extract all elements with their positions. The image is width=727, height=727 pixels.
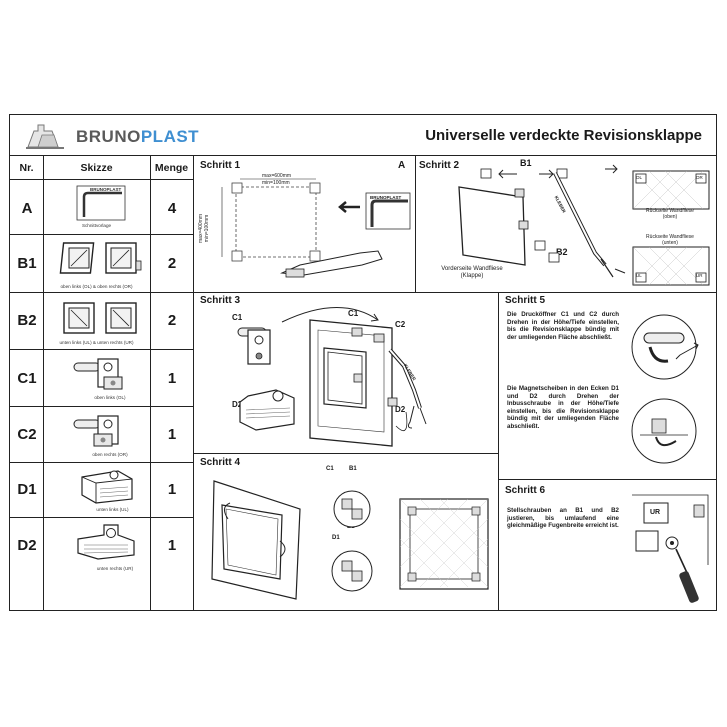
- step4-label-d1: D1: [332, 535, 340, 541]
- brand-wordmark: BRUNOPLAST: [76, 127, 199, 147]
- row-id-b1: B1: [17, 255, 37, 272]
- row-id-a: A: [21, 200, 33, 217]
- step6-text: Stellschrauben an B1 und B2 justieren, b…: [507, 507, 619, 530]
- caption-c2: oben rechts (OR): [92, 452, 128, 457]
- row-id-c1: C1: [17, 370, 37, 387]
- step1-template-logo: BRUNOPLAST: [370, 195, 402, 200]
- row-id-c2: C2: [17, 426, 37, 443]
- step3-illustration: [237, 307, 427, 447]
- step2-ur-tag: UR: [696, 273, 703, 278]
- divider: [10, 462, 193, 463]
- row-id-d1: D1: [17, 481, 37, 498]
- brand-part1: BRUNO: [76, 127, 141, 146]
- step5-text-1: Die Drucköffner C1 und C2 durch Drehen i…: [507, 311, 619, 341]
- step2-or-tag: OR: [696, 175, 703, 180]
- divider: [498, 292, 499, 611]
- caption-b1: oben links (OL) & oben rechts (OR): [60, 284, 133, 289]
- qty-b1: 2: [167, 255, 177, 272]
- qty-c2: 1: [167, 426, 177, 443]
- step1-corner-label: A: [398, 160, 406, 171]
- step1-dim-width-min: min=100mm: [262, 180, 290, 186]
- step2-ol-tag: OL: [636, 175, 643, 180]
- col-header-nr: Nr.: [19, 162, 34, 174]
- divider: [10, 349, 193, 350]
- divider: [498, 479, 716, 480]
- step2-front-label: Vorderseite Wandfliese (Klappe): [441, 266, 503, 279]
- brand-part2: PLAST: [140, 127, 200, 146]
- step2-illustration: [458, 164, 710, 286]
- step3-label-c1-panel: C1: [348, 309, 359, 318]
- divider: [193, 155, 194, 611]
- caption-b2: unten links (UL) & unten rechts (UR): [59, 340, 134, 345]
- step1-dim-width-max: max=600mm: [262, 173, 292, 179]
- magnet-sketch-d1: [81, 470, 133, 504]
- caption-c1: oben links (OL): [94, 395, 126, 400]
- step5-title: Schritt 5: [505, 295, 546, 306]
- divider: [415, 155, 416, 292]
- step2-label-b1: B1: [520, 158, 532, 168]
- step2-label-b2: B2: [556, 247, 568, 257]
- page-title: Universelle verdeckte Revisionsklappe: [425, 127, 702, 144]
- step4-title: Schritt 4: [200, 457, 241, 468]
- divider: [150, 155, 151, 611]
- step3-label-d2-panel: D2: [395, 405, 406, 414]
- step5-text-2: Die Magnetscheiben in den Ecken D1 und D…: [507, 385, 619, 430]
- divider: [10, 406, 193, 407]
- step4-illustration: [211, 480, 489, 600]
- step6-badge-ur: UR: [650, 509, 661, 516]
- step1-illustration: [221, 178, 411, 278]
- magnet-sketch-d2: [77, 524, 135, 560]
- bracket-sketch-b1: [59, 242, 142, 274]
- divider: [10, 292, 716, 293]
- divider: [193, 453, 498, 454]
- step2-back-bottom-label: Rückseite Wandfliese (unten): [646, 234, 694, 246]
- step6-title: Schritt 6: [505, 485, 546, 496]
- qty-d2: 1: [167, 537, 177, 554]
- row-id-b2: B2: [17, 312, 37, 329]
- col-header-skizze: Skizze: [80, 162, 113, 174]
- qty-a: 4: [167, 200, 177, 217]
- step1-title: Schritt 1: [200, 160, 241, 171]
- push-latch-sketch-c1: [73, 358, 123, 390]
- step4-label-b1: B1: [349, 466, 357, 472]
- step2-back-top-label: Rückseite Wandfliese (oben): [646, 208, 694, 220]
- qty-c1: 1: [167, 370, 177, 387]
- step2-title: Schritt 2: [419, 160, 460, 171]
- brand-logo-icon: [26, 124, 64, 149]
- divider: [10, 517, 193, 518]
- step1-dim-height: max=400mm min=100mm: [198, 213, 210, 243]
- qty-d1: 1: [167, 481, 177, 498]
- caption-d1: unten links (UL): [96, 507, 129, 512]
- row-id-d2: D2: [17, 537, 37, 554]
- divider: [10, 234, 193, 235]
- step3-label-d2: D2: [232, 400, 243, 409]
- divider: [10, 179, 193, 180]
- bracket-sketch-b2: [63, 302, 137, 334]
- col-header-menge: Menge: [154, 162, 189, 174]
- template-logo-a: BRUNOPLAST: [90, 187, 122, 192]
- push-latch-sketch-c2: [73, 415, 119, 447]
- template-sketch-a: [76, 185, 126, 221]
- caption-a: Schnittvorlage: [81, 223, 112, 228]
- divider: [43, 155, 44, 611]
- caption-d2: unten rechts (UR): [96, 566, 134, 571]
- qty-b2: 2: [167, 312, 177, 329]
- step3-label-c2: C2: [395, 320, 406, 329]
- step3-label-c1: C1: [232, 313, 243, 322]
- step3-title: Schritt 3: [200, 295, 241, 306]
- header: BRUNOPLAST Universelle verdeckte Revisio…: [10, 115, 716, 156]
- step5-illustration: [631, 314, 699, 464]
- step2-ul-tag: UL: [636, 273, 642, 278]
- instruction-sheet: BRUNOPLAST Universelle verdeckte Revisio…: [9, 114, 717, 611]
- content-grid: Nr. Skizze Menge A 4 BRUNOPLAST Schnittv…: [10, 155, 716, 611]
- step4-label-c1: C1: [326, 466, 334, 472]
- step6-illustration: [632, 494, 709, 603]
- brand-logo: BRUNOPLAST: [24, 121, 224, 151]
